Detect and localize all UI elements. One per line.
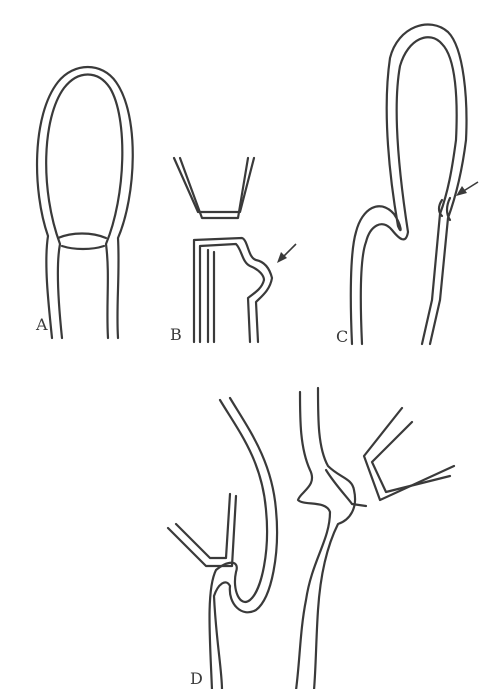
panel-d-right-bifurcation <box>364 408 454 500</box>
panel-c-arrow <box>456 182 478 196</box>
panel-d: D <box>168 388 454 689</box>
panel-b: B <box>170 158 296 344</box>
panel-b-kinked-vessel <box>194 238 272 342</box>
panel-d-left-vessel <box>210 398 278 689</box>
panel-d-left-bifurcation <box>168 494 236 566</box>
panel-b-label: B <box>170 325 182 344</box>
panel-d-right-vessel <box>296 388 366 689</box>
panel-a: A <box>35 67 133 338</box>
panel-a-vessel-loop <box>37 67 133 338</box>
panel-a-label: A <box>35 315 48 334</box>
panel-c-looped-vessel <box>351 24 467 344</box>
panel-d-label: D <box>190 669 203 688</box>
panel-c: C <box>336 24 478 346</box>
panel-b-arrow <box>277 244 296 263</box>
panel-b-bifurcation-top <box>174 158 254 218</box>
panel-c-label: C <box>336 327 348 346</box>
